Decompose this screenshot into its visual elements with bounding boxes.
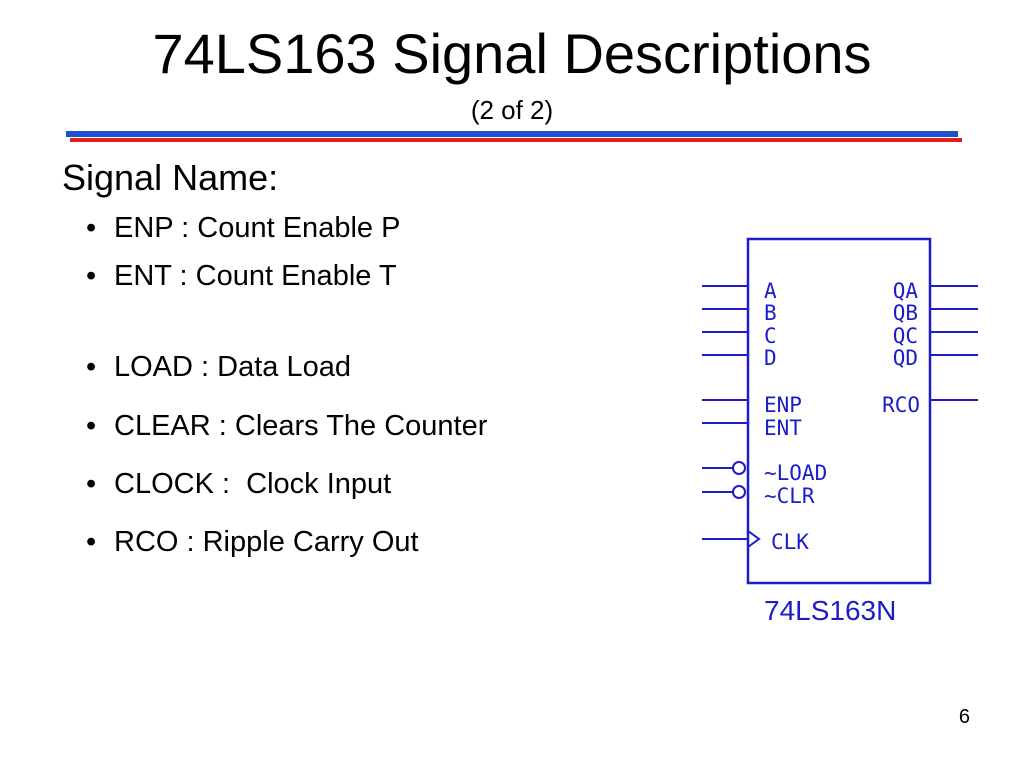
pin-label-ent: ENT [764,416,802,440]
right-pin-labels: QA QB QC QD RCO [882,279,920,417]
title-rule-red [70,138,962,142]
pin-label-qb: QB [893,301,918,325]
pin-label-rco: RCO [882,393,920,417]
signal-name-heading: Signal Name: [62,157,279,198]
slide-title: 74LS163 Signal Descriptions [152,22,872,85]
chip-body [746,237,932,585]
pin-clr-bubble [732,485,746,499]
pin-label-clk: CLK [771,530,809,554]
bullet-text: RCO : Ripple Carry Out [114,526,419,558]
left-pin-lines [702,285,761,548]
pin-label-qc: QC [893,324,918,348]
pin-label-qd: QD [893,346,918,370]
pin-label-load: ~LOAD [764,461,827,485]
clock-triangle [747,530,761,548]
pin-label-a: A [764,279,777,303]
pin-label-b: B [764,301,777,325]
pin-label-d: D [764,346,777,370]
bullet-text: CLEAR : Clears The Counter [114,410,488,442]
left-pin-labels: A B C D ENP ENT ~LOAD ~CLR CLK [764,279,827,554]
pin-label-c: C [764,324,777,348]
slide-subtitle: (2 of 2) [470,95,554,125]
pin-label-enp: ENP [764,393,802,417]
chip-part-number: 74LS163N [764,595,896,626]
pin-label-qa: QA [893,279,919,303]
bullet-text: CLOCK : Clock Input [114,468,392,500]
pin-load-bubble [732,461,746,475]
page-number: 6 [958,706,970,728]
bullet-text: LOAD : Data Load [114,351,351,383]
chip-diagram: A B C D ENP ENT ~LOAD ~CLR CLK QA QB QC … [702,237,978,626]
title-rule-blue [66,131,958,137]
bullet-text: ENP : Count Enable P [114,212,401,244]
pin-label-clr: ~CLR [764,484,815,508]
right-pin-lines [930,285,978,401]
bullet-text: ENT : Count Enable T [114,260,397,292]
